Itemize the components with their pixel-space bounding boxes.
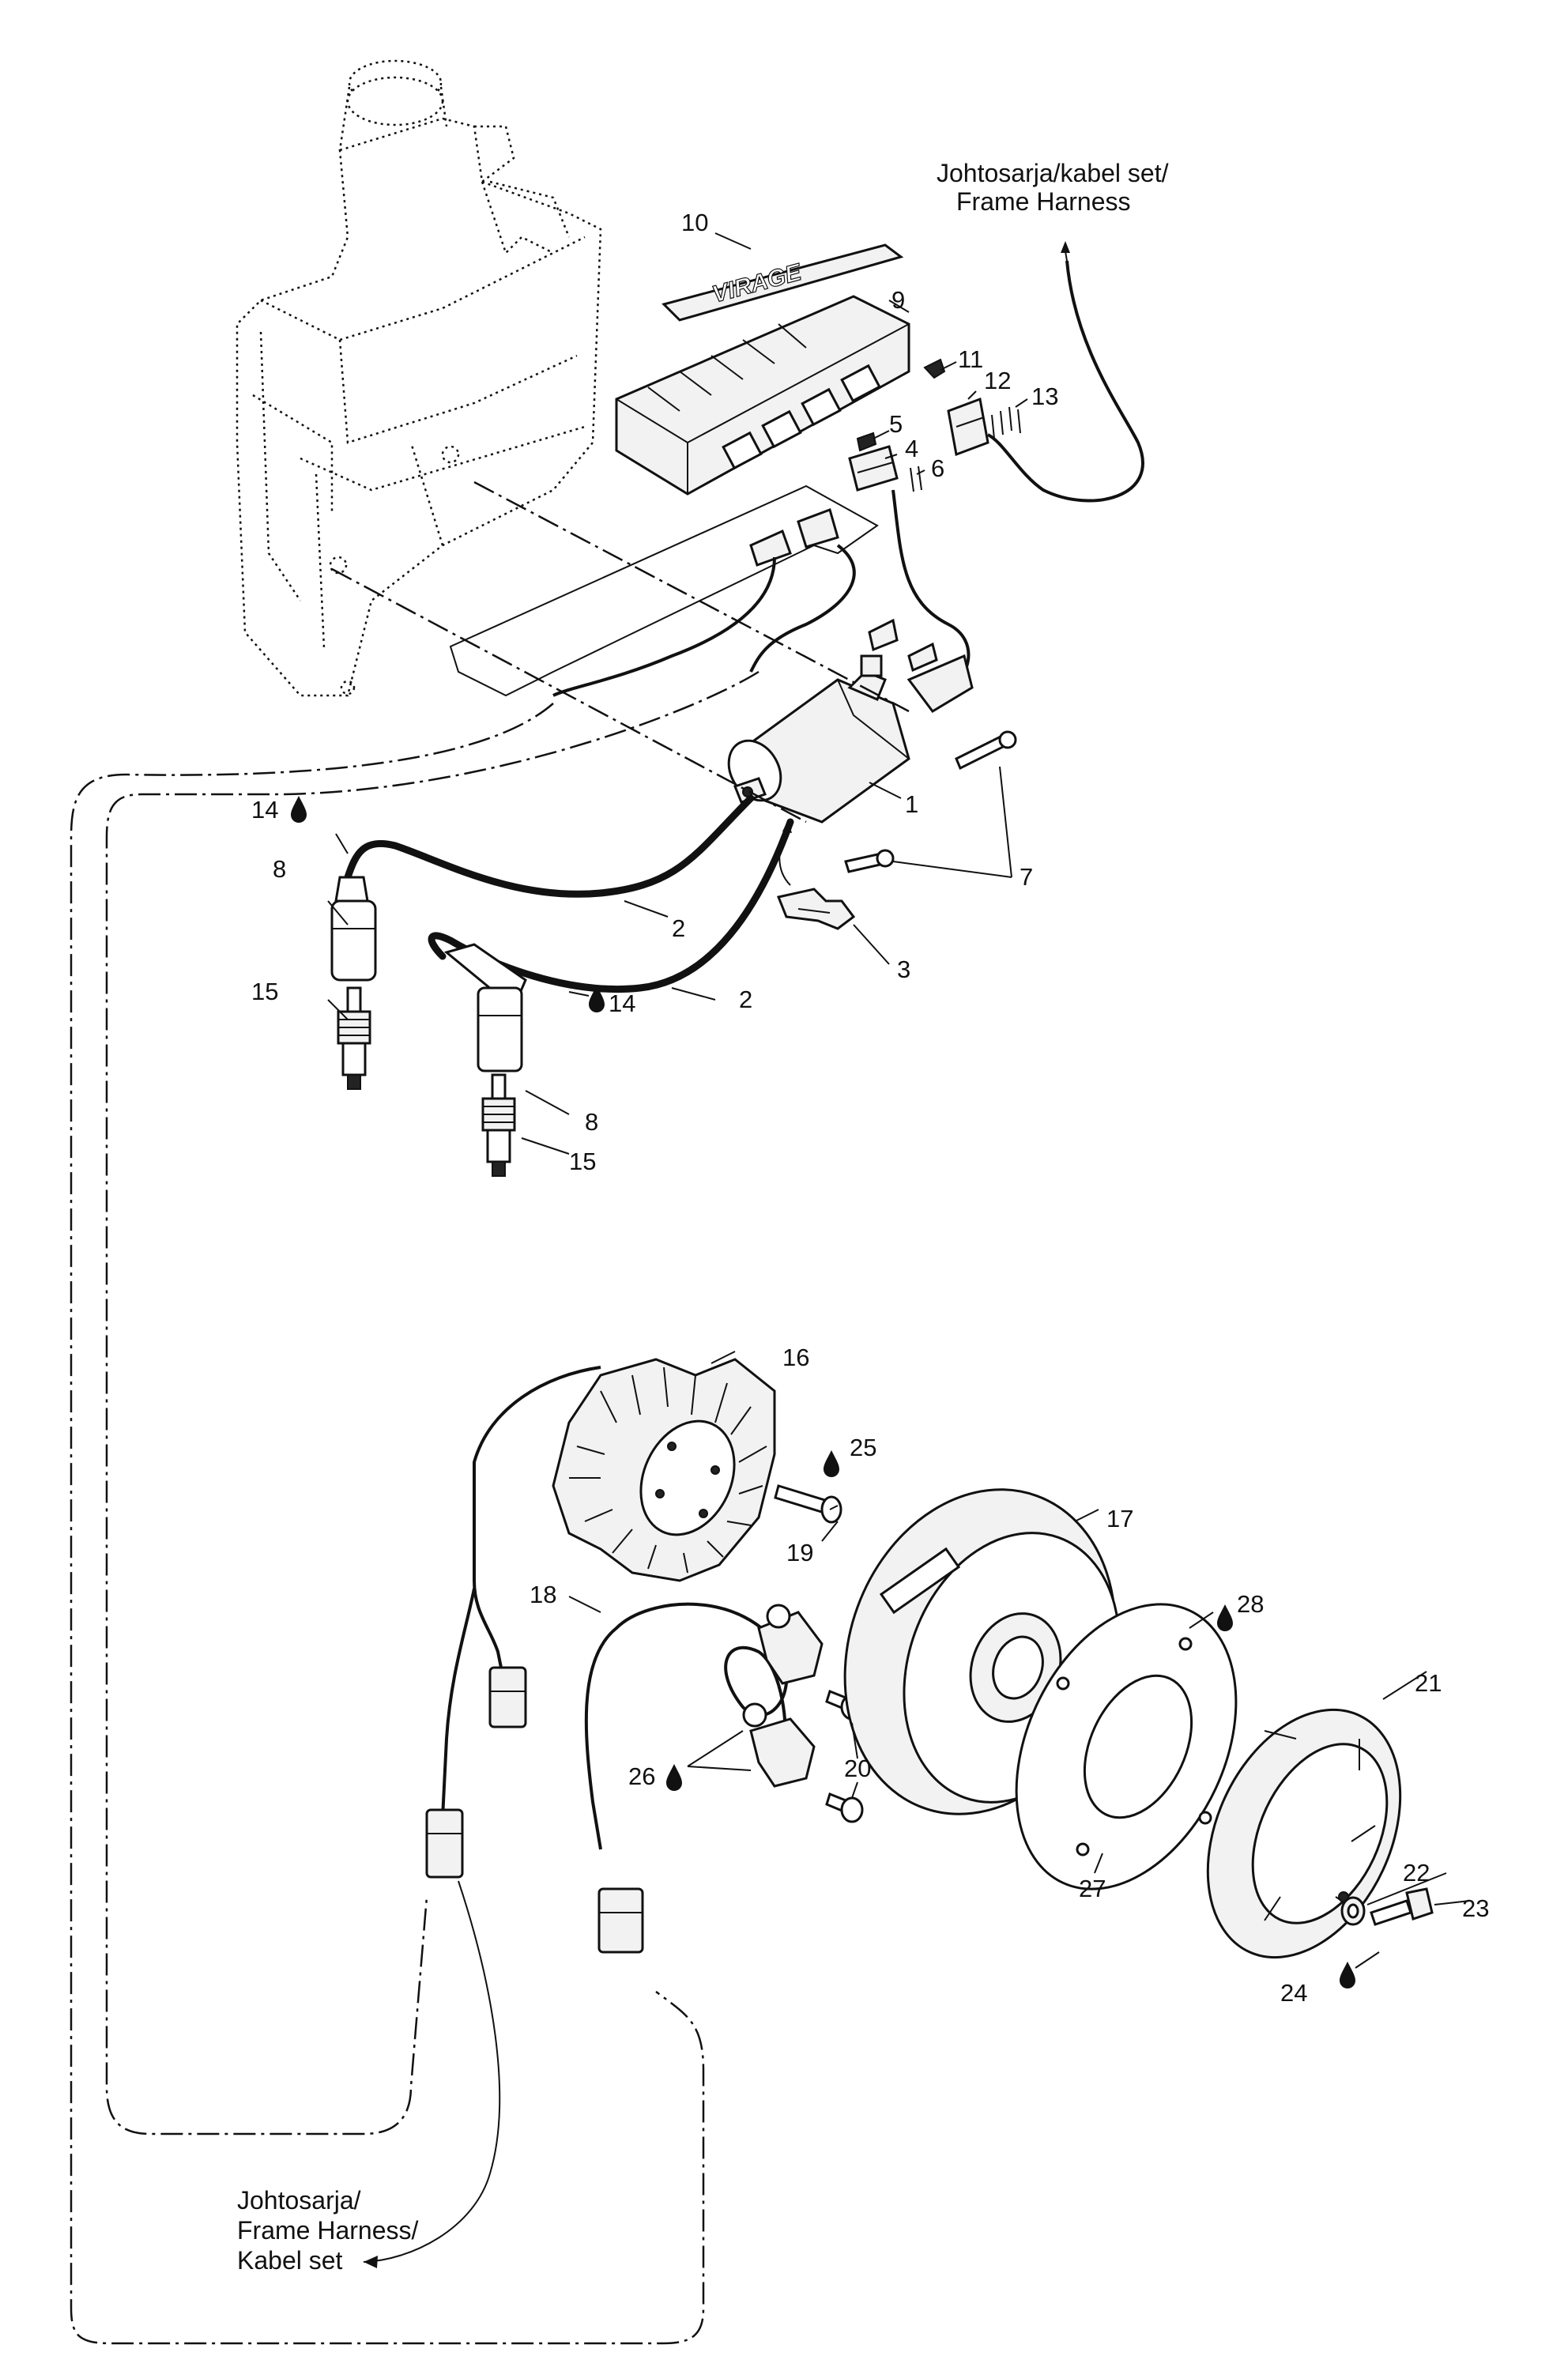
callout-9: 9 xyxy=(891,286,905,314)
callout-3: 3 xyxy=(897,956,910,983)
callout-23: 23 xyxy=(1462,1894,1489,1922)
drop-icon xyxy=(1217,1604,1233,1631)
callout-6: 6 xyxy=(931,454,944,482)
starter-cup xyxy=(1206,1708,1402,1959)
high-tension-cable-rear xyxy=(428,818,794,993)
callout-15a: 15 xyxy=(251,978,278,1005)
screw-7-lower xyxy=(844,849,895,873)
callout-27: 27 xyxy=(1079,1875,1106,1902)
spark-plug-1 xyxy=(337,986,371,1090)
coil-bracket xyxy=(868,618,974,713)
trigger-harness-connector xyxy=(597,1887,644,1954)
stator-harness xyxy=(441,1366,601,1819)
callout-15b: 15 xyxy=(569,1148,596,1175)
trigger-coil-lower xyxy=(742,1702,816,1788)
cable-clamp-3 xyxy=(776,888,856,930)
trigger-coil-harness xyxy=(584,1602,789,1850)
callout-14b: 14 xyxy=(609,989,635,1017)
harness-route-left xyxy=(70,703,705,2345)
oil-tank-outline xyxy=(236,59,602,697)
frame-harness-lead-top xyxy=(986,260,1144,503)
callout-2b: 2 xyxy=(739,986,752,1013)
stator-connector-1 xyxy=(488,1666,527,1728)
drop-icon xyxy=(589,986,605,1012)
callout-24: 24 xyxy=(1280,1979,1307,2007)
harness-ref-bottom: Johtosarja/ Frame Harness/ Kabel set xyxy=(237,2186,419,2275)
callout-19: 19 xyxy=(786,1539,813,1566)
callout-26: 26 xyxy=(628,1762,655,1790)
callout-4: 4 xyxy=(905,435,918,462)
drop-icon xyxy=(666,1764,682,1791)
trigger-coil-upper xyxy=(757,1604,824,1685)
coil-subharness-connectors xyxy=(552,508,856,697)
callout-18: 18 xyxy=(530,1581,556,1608)
callout-21: 21 xyxy=(1415,1669,1442,1697)
harness-ref-bottom-line2: Frame Harness/ xyxy=(237,2216,419,2245)
drop-icon xyxy=(824,1450,839,1477)
callout-25: 25 xyxy=(850,1434,876,1461)
trigger-screw-20-lower xyxy=(825,1792,864,1823)
ecu-module xyxy=(615,295,910,496)
screw-7-upper xyxy=(955,730,1017,771)
callout-2a: 2 xyxy=(672,914,685,942)
callout-11: 11 xyxy=(958,345,983,373)
callout-8a: 8 xyxy=(273,855,286,883)
callout-leaders xyxy=(327,232,1471,1969)
callout-10: 10 xyxy=(681,209,708,236)
callout-20: 20 xyxy=(844,1755,871,1782)
terminal-pins-6 xyxy=(910,466,922,492)
terminal-pins-13 xyxy=(991,406,1021,439)
callout-13: 13 xyxy=(1031,383,1058,410)
harness-route-inner xyxy=(105,670,760,2135)
connector-clip-11 xyxy=(923,358,946,379)
drop-icon xyxy=(291,796,307,823)
connector-housing-12 xyxy=(947,397,989,457)
connector-lock-5 xyxy=(856,432,877,452)
spark-plug-cap-1 xyxy=(330,876,377,982)
callout-5: 5 xyxy=(889,410,903,438)
callout-14a: 14 xyxy=(251,796,278,824)
harness-ref-bottom-arrow xyxy=(363,1880,501,2263)
bolt-23 xyxy=(1370,1887,1434,1926)
callout-28: 28 xyxy=(1237,1590,1264,1618)
high-tension-cable-front xyxy=(344,794,755,898)
harness-ref-top-line2: Frame Harness xyxy=(956,187,1131,216)
spark-plug-2 xyxy=(481,1073,516,1177)
guide-line-2 xyxy=(331,567,807,824)
harness-ref-top: Johtosarja/kabel set/ Frame Harness xyxy=(937,159,1169,216)
callout-1: 1 xyxy=(905,790,918,818)
drop-icon xyxy=(1340,1962,1355,1988)
connector-housing-4 xyxy=(848,445,899,492)
callout-labels: 10 9 11 12 13 5 4 6 1 7 2 3 2 14 14 8 15… xyxy=(251,209,1489,2007)
spark-plug-cap-2 xyxy=(443,943,527,1072)
washer-22 xyxy=(1340,1896,1366,1926)
spacer-plate xyxy=(1015,1603,1238,1890)
callout-7: 7 xyxy=(1020,863,1033,891)
harness-ref-bottom-line1: Johtosarja/ xyxy=(237,2186,361,2215)
stator-screw-19 xyxy=(774,1484,842,1524)
callout-8b: 8 xyxy=(585,1108,598,1136)
callout-12: 12 xyxy=(984,367,1011,394)
harness-ref-top-line1: Johtosarja/kabel set/ xyxy=(937,159,1169,187)
ecu-connectors xyxy=(722,364,881,470)
harness-ref-bottom-line3: Kabel set xyxy=(237,2246,343,2275)
callout-16: 16 xyxy=(782,1344,809,1371)
callout-17: 17 xyxy=(1106,1505,1133,1532)
stator xyxy=(552,1358,776,1582)
guide-line-1 xyxy=(473,481,910,713)
ignition-coil xyxy=(727,654,910,824)
decal-text: VIRAGE xyxy=(710,259,805,308)
callout-22: 22 xyxy=(1403,1859,1430,1887)
stator-connector-2 xyxy=(425,1808,464,1879)
